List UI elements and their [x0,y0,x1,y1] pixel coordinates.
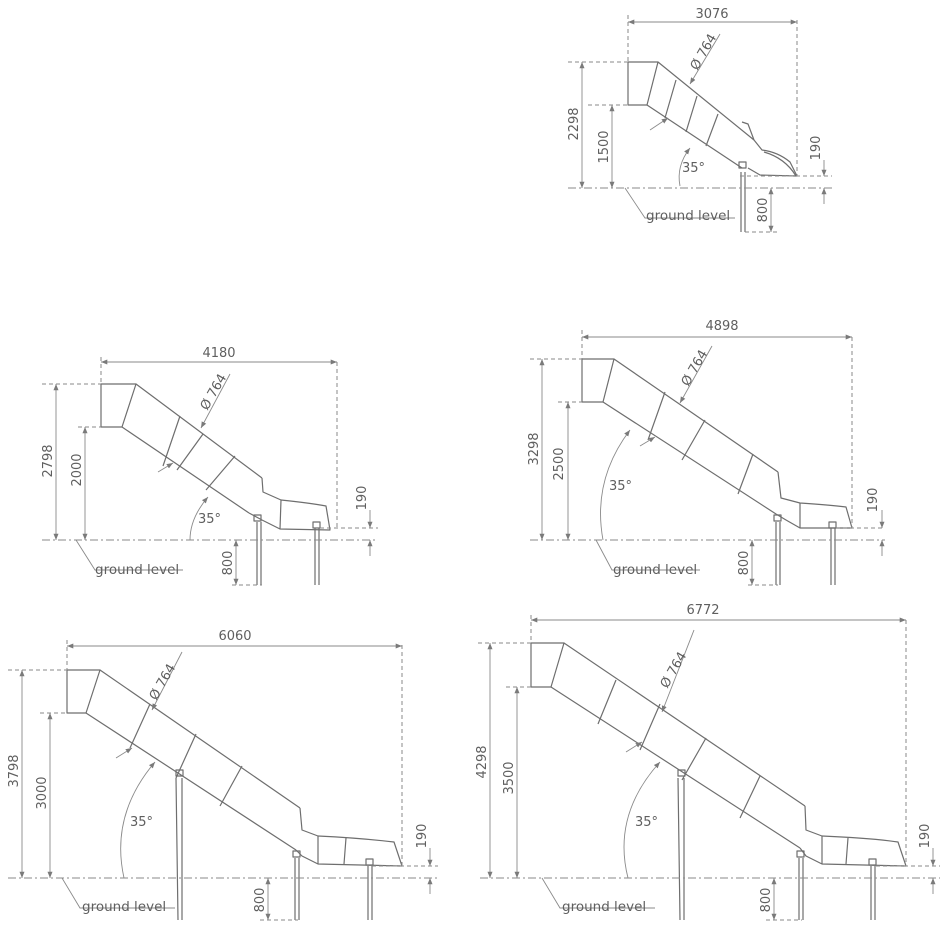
platform-height-dimension: 3000 [35,776,50,809]
diameter-label: Ø 764 [679,348,712,389]
width-dimension: 4180 [202,346,235,361]
angle-label: 35° [609,479,632,494]
width-dimension: 6060 [218,629,251,644]
foundation-depth-dimension: 800 [737,551,752,576]
diameter-label: Ø 764 [198,372,231,413]
diameter-label: Ø 764 [688,32,721,73]
exit-height-dimension: 190 [415,824,430,849]
exit-height-dimension: 190 [355,486,370,511]
width-dimension: 6772 [686,603,719,618]
foundation-depth-dimension: 800 [221,551,236,576]
slide-diagram-3: 4898 3298 2500 190 800 Ø 764 35° ground … [527,319,885,586]
slide-5-geometry [478,615,940,921]
slide-1-labels: 3076 2298 1500 190 800 Ø 764 35° ground … [567,7,824,224]
total-height-dimension: 2798 [41,444,56,477]
width-dimension: 3076 [695,7,728,22]
ground-level-label: ground level [613,562,697,578]
ground-level-label: ground level [562,899,646,915]
foundation-depth-dimension: 800 [756,198,771,223]
total-height-dimension: 2298 [567,107,582,140]
slide-3-geometry [530,330,885,586]
angle-label: 35° [130,815,153,830]
slide-4-labels: 6060 3798 3000 190 800 Ø 764 35° ground … [7,629,430,915]
platform-height-dimension: 1500 [597,130,612,163]
slide-2-geometry [42,357,378,586]
total-height-dimension: 3798 [7,754,22,787]
slide-4-geometry [8,640,438,921]
slide-2-labels: 4180 2798 2000 190 800 Ø 764 35° ground … [41,346,370,578]
slide-diagram-4: 6060 3798 3000 190 800 Ø 764 35° ground … [7,629,438,921]
exit-height-dimension: 190 [866,488,881,513]
platform-height-dimension: 2000 [70,453,85,486]
ground-level-label: ground level [95,562,179,578]
slide-3-labels: 4898 3298 2500 190 800 Ø 764 35° ground … [527,319,881,578]
total-height-dimension: 3298 [527,432,542,465]
diameter-label: Ø 764 [658,650,691,691]
total-height-dimension: 4298 [475,745,490,778]
angle-label: 35° [198,512,221,527]
foundation-depth-dimension: 800 [759,888,774,913]
diameter-label: Ø 764 [147,662,180,703]
slide-1-geometry [568,15,832,233]
width-dimension: 4898 [705,319,738,334]
slide-diagram-1: 3076 2298 1500 190 800 Ø 764 35° ground … [567,7,832,233]
angle-label: 35° [635,815,658,830]
angle-label: 35° [682,161,705,176]
slide-diagram-2: 4180 2798 2000 190 800 Ø 764 35° ground … [41,346,378,586]
exit-height-dimension: 190 [809,136,824,161]
platform-height-dimension: 3500 [502,761,517,794]
platform-height-dimension: 2500 [552,447,567,480]
slide-5-labels: 6772 4298 3500 190 800 Ø 764 35° ground … [475,603,933,915]
ground-level-label: ground level [82,899,166,915]
ground-level-label: ground level [646,208,730,224]
slide-diagram-5: 6772 4298 3500 190 800 Ø 764 35° ground … [475,603,940,921]
foundation-depth-dimension: 800 [253,888,268,913]
exit-height-dimension: 190 [918,824,933,849]
